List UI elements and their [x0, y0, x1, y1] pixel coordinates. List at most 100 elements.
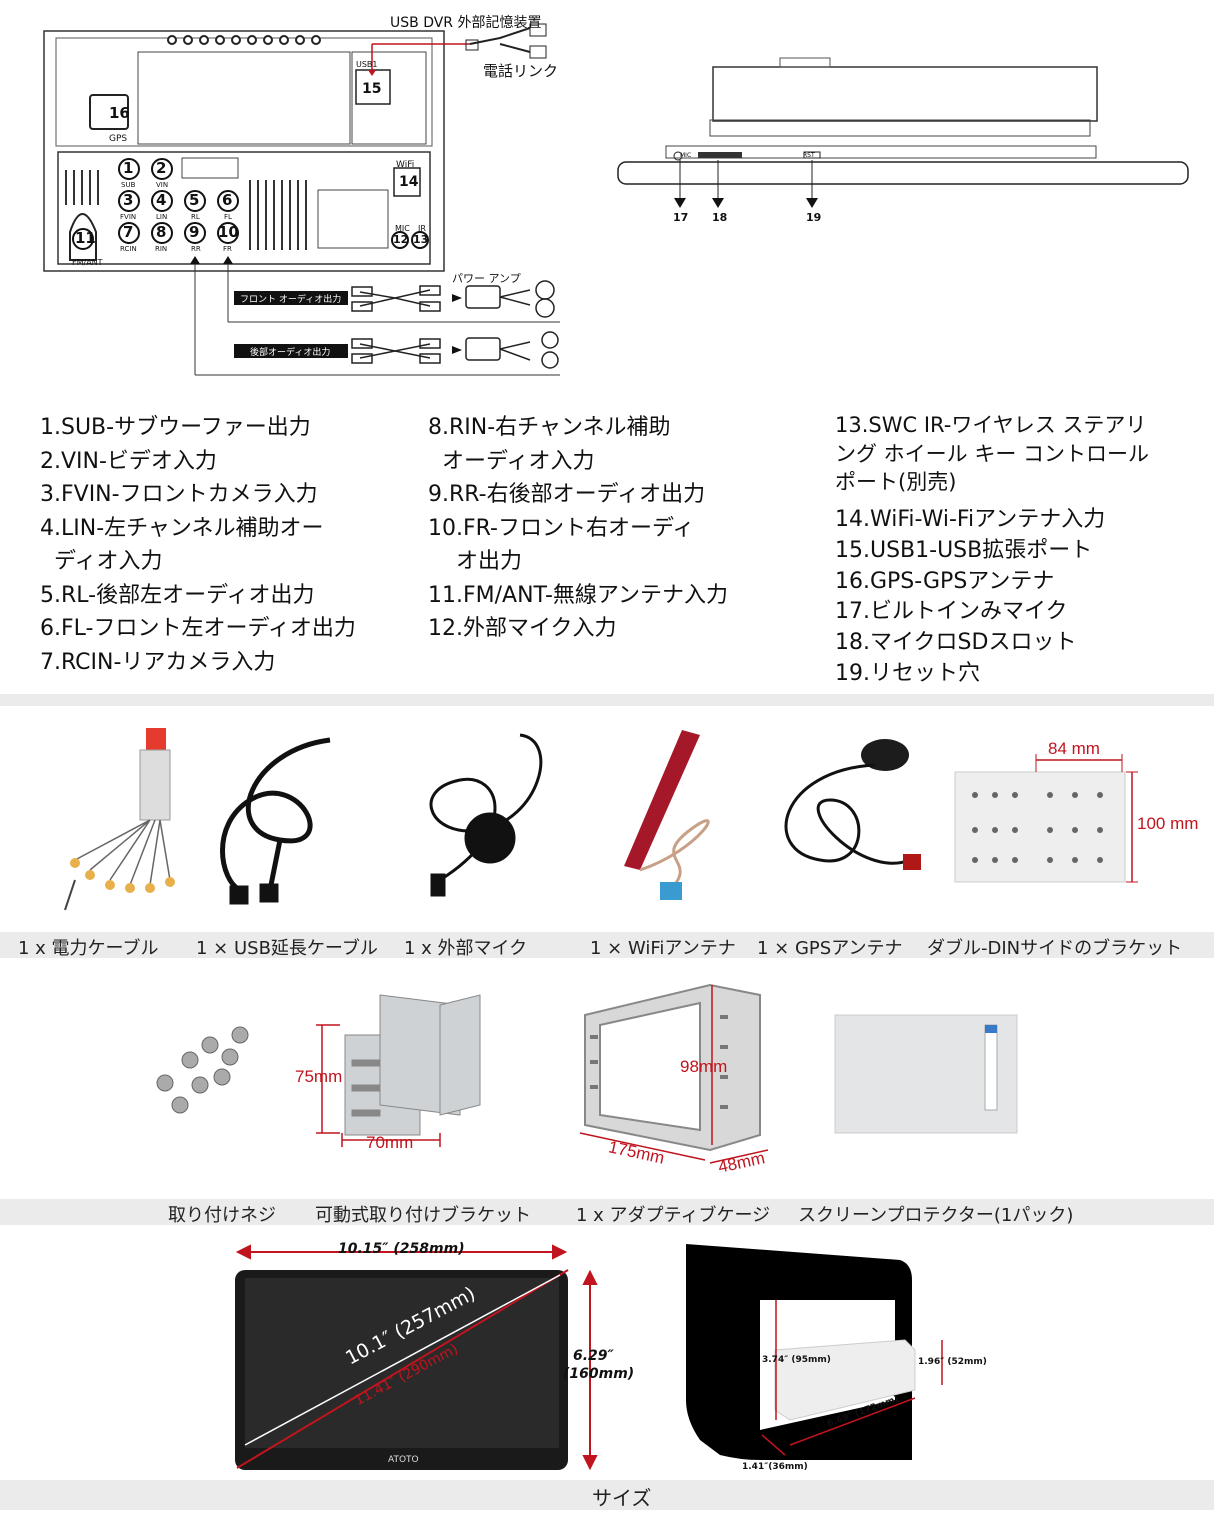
ir-label: IR: [418, 224, 426, 233]
mount-height-label: 75mm: [295, 1067, 343, 1086]
back-panel-drawing: [43, 23, 560, 376]
caption-power-cable: 1 x 電力ケーブル: [18, 938, 159, 959]
legend-item: 12.外部マイク入力: [428, 616, 617, 641]
legend-item: 4.LIN-左チャンネル補助オー: [40, 515, 324, 541]
legend-item: ポート(別売): [835, 470, 957, 494]
caption-band-1: [0, 932, 1214, 958]
side-base-label: 1.41″(36mm): [742, 1462, 808, 1472]
side-view-drawing: [617, 57, 1189, 208]
wifi-label: WiFi: [396, 160, 415, 170]
usb1-label: USB1: [356, 60, 378, 69]
phone-link-label: 電話リンク: [483, 62, 559, 80]
caption-gps-antenna: 1 × GPSアンテナ: [757, 938, 903, 959]
rst-label: RST: [803, 152, 815, 159]
usb-cable-image: [220, 737, 331, 905]
legend-item: 5.RL-後部左オーディオ出力: [40, 582, 315, 608]
port-number: 17: [673, 211, 689, 224]
port-label: RCIN: [120, 245, 137, 253]
legend-item: オーディオ入力: [428, 448, 595, 474]
caption-band-3: [0, 1480, 1214, 1510]
legend-item: 13.SWC IR-ワイヤレス ステアリ: [835, 413, 1147, 437]
port-number: 1: [123, 159, 134, 177]
legend-item: 3.FVIN-フロントカメラ入力: [40, 482, 318, 507]
adaptive-cage-image: [584, 983, 761, 1152]
legend-column-3b: 14.WiFi-Wi-Fiアンテナ入力 15.USB1-USB拡張ポート 16.…: [835, 505, 1105, 690]
port-label: FVIN: [120, 213, 137, 221]
usb-dvr-label: USB DVR 外部記憶装置: [390, 15, 542, 31]
legend-column-3a: 13.SWC IR-ワイヤレス ステアリ ング ホイール キー コントロール ポ…: [835, 411, 1149, 497]
gps-antenna-image: [784, 739, 921, 870]
legend-item: 6.FL-フロント左オーディオ出力: [40, 616, 356, 641]
brand-logo-text: ATOTO: [388, 1455, 419, 1465]
port-label: RIN: [155, 245, 168, 253]
height-label-inch: 6.29″: [573, 1348, 614, 1364]
legend-item: 7.RCIN-リアカメラ入力: [40, 649, 276, 675]
legend-item: ング ホイール キー コントロール: [835, 441, 1150, 466]
gps-label: GPS: [109, 134, 128, 144]
port-label: FL: [224, 213, 232, 221]
power-amp-label: パワー アンプ: [452, 272, 521, 285]
din-bracket-image: [954, 754, 1138, 883]
mic-small-label: MIC: [680, 152, 692, 159]
legend-column-1: 1.SUB-サブウーファー出力 2.VIN-ビデオ入力 3.FVIN-フロントカ…: [40, 411, 356, 679]
legend-item: 10.FR-フロント右オーディ: [428, 515, 695, 541]
height-label-mm: (160mm): [563, 1366, 635, 1382]
port-label: LIN: [156, 213, 168, 221]
port-number: 15: [362, 81, 382, 97]
mic-label: MIC: [395, 224, 410, 233]
legend-item: 11.FM/ANT-無線アンテナ入力: [428, 582, 729, 608]
caption-band-2: [0, 1199, 1214, 1225]
port-label: VIN: [156, 181, 169, 189]
bracket-height-label: 100 mm: [1137, 814, 1199, 833]
port-number: 4: [156, 191, 167, 209]
port-label: RL: [191, 213, 200, 221]
port-number: 19: [806, 211, 822, 224]
side-height-label: 1.96″ (52mm): [918, 1357, 987, 1367]
caption-wifi-antenna: 1 × WiFiアンテナ: [590, 938, 736, 959]
port-label: RR: [191, 245, 201, 253]
port-number: 11: [75, 229, 96, 247]
port-number: 14: [399, 174, 419, 190]
caption-mount-bracket: 可動式取り付けブラケット: [315, 1205, 531, 1226]
legend-item: 2.VIN-ビデオ入力: [40, 448, 217, 474]
caption-adaptive-cage: 1 x アダプティブケージ: [576, 1205, 771, 1226]
legend-item: 8.RIN-右チャンネル補助: [428, 415, 671, 440]
legend-item: 1.SUB-サブウーファー出力: [40, 415, 311, 440]
caption-screen-protector: スクリーンプロテクター(1パック): [798, 1205, 1074, 1226]
legend-item: 16.GPS-GPSアンテナ: [835, 568, 1055, 594]
caption-external-mic: 1 x 外部マイク: [404, 938, 528, 959]
port-number: 16: [109, 104, 130, 122]
port-number: 2: [156, 159, 167, 177]
screen-protector-image: [834, 1014, 1018, 1134]
rear-audio-label: 後部オーディオ出力: [250, 348, 331, 358]
external-mic-image: [429, 733, 543, 897]
port-number: 3: [123, 191, 134, 209]
caption-screws: 取り付けネジ: [168, 1205, 276, 1226]
front-audio-label: フロント オーディオ出力: [240, 295, 342, 305]
caption-usb-cable: 1 × USB延長ケーブル: [196, 938, 378, 959]
legend-item: 9.RR-右後部オーディオ出力: [428, 482, 706, 507]
caption-size: サイズ: [592, 1486, 652, 1510]
section-divider: [0, 694, 1214, 706]
legend-item: オ出力: [428, 549, 522, 574]
port-number: 10: [218, 223, 239, 241]
accessories-row-1-drawing: [64, 728, 1138, 911]
mount-bracket-image: [344, 994, 481, 1136]
mount-width-label: 70mm: [366, 1133, 414, 1152]
port-number: 6: [222, 191, 233, 209]
port-label: SUB: [121, 181, 136, 189]
fm-ant-label: FM/ANT: [72, 258, 103, 267]
cage-height-label: 98mm: [680, 1057, 728, 1076]
size-drawing: [235, 1244, 943, 1471]
power-cable-image: [64, 728, 175, 911]
port-label: FR: [223, 245, 232, 253]
width-label: 10.15″ (258mm): [338, 1241, 465, 1257]
port-number: 8: [156, 223, 167, 241]
port-number: 18: [712, 211, 728, 224]
port-number: 9: [189, 223, 200, 241]
caption-din-bracket: ダブル-DINサイドのブラケット: [927, 938, 1183, 959]
wifi-antenna-image: [624, 730, 710, 900]
legend-item: 15.USB1-USB拡張ポート: [835, 537, 1093, 563]
port-number: 5: [189, 191, 200, 209]
legend-item: 18.マイクロSDスロット: [835, 630, 1077, 656]
